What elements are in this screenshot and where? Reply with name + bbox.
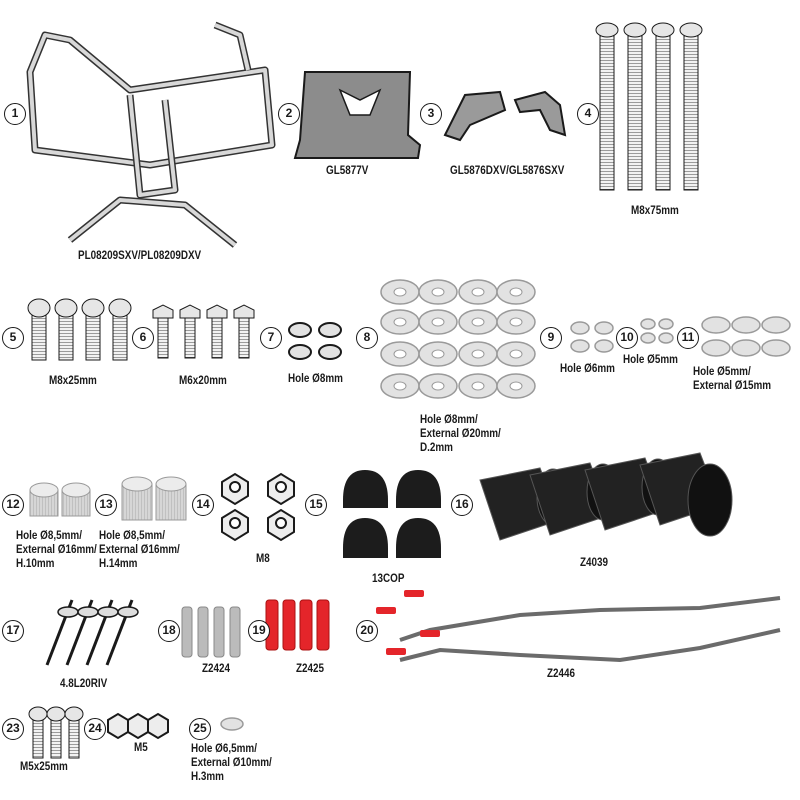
item-label-8-line-2: External Ø20mm/ (420, 428, 501, 440)
mounting-plate (293, 71, 422, 159)
item-number-24: 24 (84, 718, 106, 740)
item-number-1: 1 (4, 103, 26, 125)
item-number-20: 20 (356, 620, 378, 642)
item-label-8-line-1: Hole Ø8mm/ (420, 414, 478, 426)
item-label-3: GL5876DXV/GL5876SXV (450, 165, 565, 177)
item-label-12: Hole Ø8,5mm/ External Ø16mm/ H.10mm (16, 529, 97, 571)
item-label-16: Z4039 (580, 557, 609, 569)
wiring-harness (399, 596, 781, 663)
item-label-18: Z2424 (202, 663, 231, 675)
item-number-12: 12 (2, 494, 24, 516)
bolts-m8x25 (27, 298, 132, 361)
rubber-sleeves (479, 452, 733, 541)
item-label-25-line-3: H.3mm (191, 771, 224, 783)
caps-13cop (343, 470, 441, 558)
spacers (29, 476, 187, 521)
item-label-10: Hole Ø5mm (623, 354, 678, 366)
item-number-10: 10 (616, 327, 638, 349)
nuts-m8 (221, 472, 295, 542)
item-label-25: Hole Ø6,5mm/ External Ø10mm/ H.3mm (191, 742, 272, 784)
bolts-m5x25 (28, 706, 84, 759)
item-label-24: M5 (134, 742, 148, 754)
item-label-8: Hole Ø8mm/ External Ø20mm/ D.2mm (420, 413, 501, 455)
item-number-15: 15 (305, 494, 327, 516)
item-number-11: 11 (677, 327, 699, 349)
item-number-18: 18 (158, 620, 180, 642)
pannier-frame (26, 21, 276, 248)
item-label-11-line-2: External Ø15mm (693, 380, 772, 392)
item-label-9: Hole Ø6mm (560, 363, 615, 375)
item-label-8-line-3: D.2mm (420, 442, 453, 454)
item-label-13: Hole Ø8,5mm/ External Ø16mm/ H.14mm (99, 529, 180, 571)
item-number-16: 16 (451, 494, 473, 516)
item-number-14: 14 (192, 494, 214, 516)
item-label-12-line-1: Hole Ø8,5mm/ (16, 530, 82, 542)
red-connectors (265, 599, 330, 651)
item-label-20: Z2446 (547, 668, 576, 680)
clear-sleeves (181, 606, 241, 658)
item-label-12-line-3: H.10mm (16, 558, 55, 570)
bolts-m6x20 (152, 304, 255, 359)
item-label-13-line-3: H.14mm (99, 558, 138, 570)
washer-small (220, 717, 244, 731)
item-label-11-line-1: Hole Ø5mm/ (693, 366, 751, 378)
item-label-2: GL5877V (326, 165, 369, 177)
item-label-13-line-1: Hole Ø8,5mm/ (99, 530, 165, 542)
item-label-14: M8 (256, 553, 270, 565)
item-number-17: 17 (2, 620, 24, 642)
item-label-13-line-2: External Ø16mm/ (99, 544, 180, 556)
item-label-17: 4.8L20RIV (60, 678, 108, 690)
item-label-11: Hole Ø5mm/ External Ø15mm (693, 365, 771, 393)
long-bolts (595, 22, 703, 191)
item-number-5: 5 (2, 327, 24, 349)
item-number-7: 7 (260, 327, 282, 349)
item-label-4: M8x75mm (631, 205, 679, 217)
item-label-6: M6x20mm (179, 375, 227, 387)
item-number-9: 9 (540, 327, 562, 349)
item-label-23: M5x25mm (20, 761, 68, 773)
item-label-1: PL08209SXV/PL08209DXV (78, 250, 202, 262)
washers-20mm (380, 279, 536, 399)
item-label-5: M8x25mm (49, 375, 97, 387)
item-number-2: 2 (278, 103, 300, 125)
item-number-19: 19 (248, 620, 270, 642)
item-label-19: Z2425 (296, 663, 325, 675)
brackets (443, 90, 567, 142)
item-label-7: Hole Ø8mm (288, 373, 343, 385)
item-number-13: 13 (95, 494, 117, 516)
item-label-12-line-2: External Ø16mm/ (16, 544, 97, 556)
small-washers (570, 316, 791, 357)
item-label-25-line-1: Hole Ø6,5mm/ (191, 743, 257, 755)
item-number-23: 23 (2, 718, 24, 740)
nuts-m5 (107, 712, 169, 740)
item-label-15: 13COP (372, 573, 405, 585)
spring-washers (288, 322, 342, 360)
item-number-6: 6 (132, 327, 154, 349)
item-number-4: 4 (577, 103, 599, 125)
item-number-8: 8 (356, 327, 378, 349)
item-number-25: 25 (189, 718, 211, 740)
item-label-25-line-2: External Ø10mm/ (191, 757, 272, 769)
item-number-3: 3 (420, 103, 442, 125)
